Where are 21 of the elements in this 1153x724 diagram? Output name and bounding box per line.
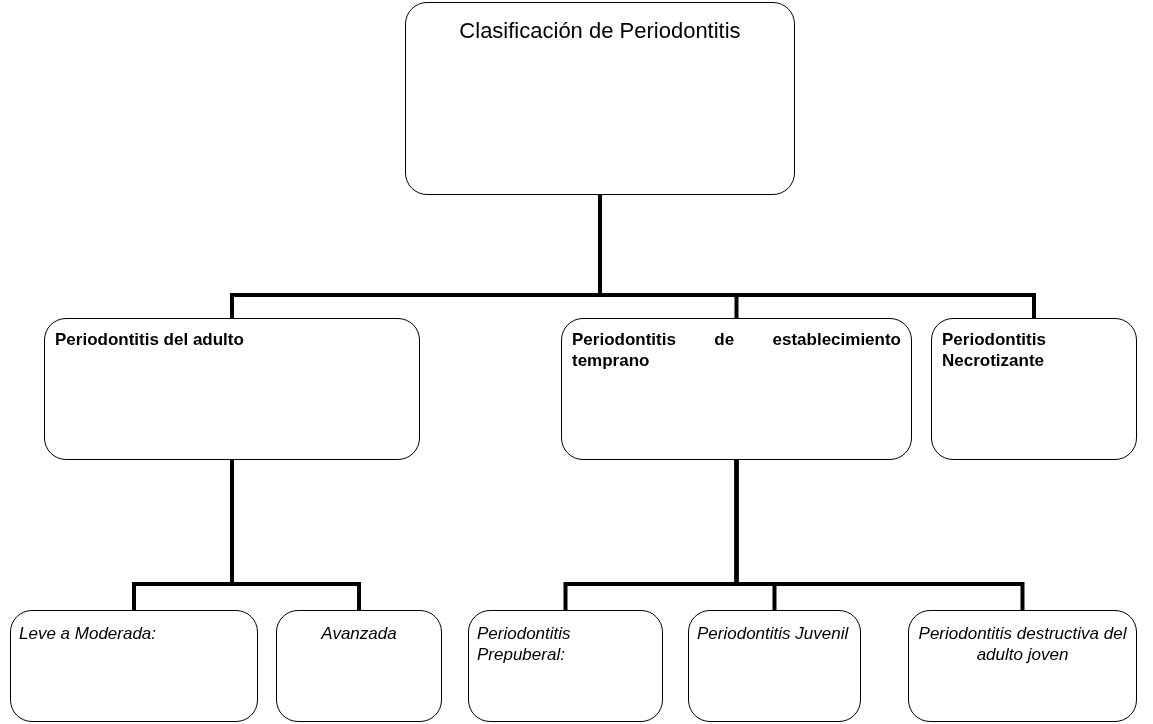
category-box [931, 318, 1137, 460]
category-label: Avanzada [319, 623, 398, 645]
category-label: Periodontitis del adulto [55, 329, 245, 351]
connector-line [734, 460, 1025, 610]
category-label: Leve a Moderada: [19, 623, 158, 645]
category-box [908, 610, 1137, 722]
category-label: Periodontitis destructiva del adulto joven [917, 623, 1128, 666]
category-label: Periodontitis Necrotizante [942, 329, 1047, 372]
connector-line [230, 460, 361, 610]
category-box [276, 610, 442, 722]
category-label: Periodontitis de establecimiento temprano [572, 329, 901, 372]
connector-line [598, 195, 1036, 318]
category-box [561, 318, 912, 460]
category-label: Clasificación de Periodontitis [458, 17, 742, 45]
category-box [688, 610, 861, 722]
category-box [405, 2, 795, 195]
category-box [44, 318, 420, 460]
category-box [468, 610, 663, 722]
category-label: Periodontitis Juvenil [697, 623, 850, 645]
category-box [10, 610, 258, 722]
category-label: Periodontitis Prepuberal: [477, 623, 572, 666]
